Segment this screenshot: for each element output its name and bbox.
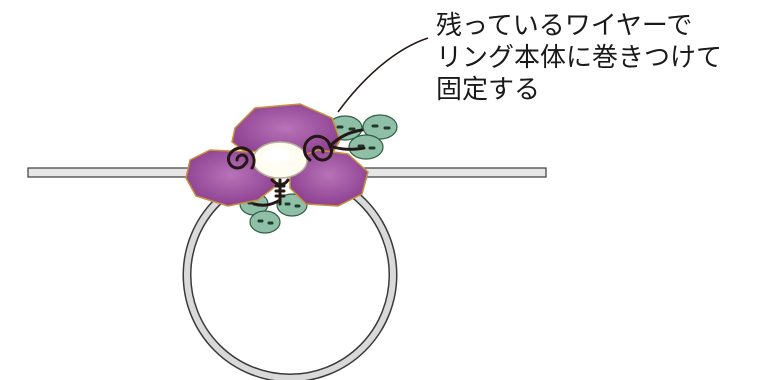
caption-line-2: リング本体に巻きつけて xyxy=(436,43,723,73)
leader-line xyxy=(337,37,429,113)
wire-spirals xyxy=(227,128,366,207)
green-beads xyxy=(239,114,398,234)
caption-line-1: 残っているワイヤーで xyxy=(436,11,693,41)
instruction-caption: 残っているワイヤーで リング本体に巻きつけて 固定する xyxy=(436,10,722,106)
center-stone xyxy=(252,141,308,179)
bead-holes xyxy=(247,124,391,225)
caption-line-3: 固定する xyxy=(436,75,541,105)
petal-right xyxy=(289,149,369,207)
